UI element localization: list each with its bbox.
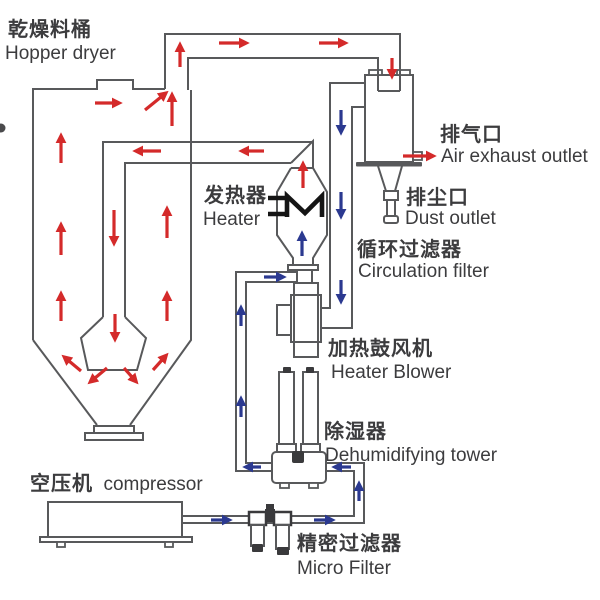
hot-air-arrow: [122, 366, 139, 385]
hot-air-arrows: [55, 37, 437, 385]
dry-air-arrows: [211, 110, 365, 526]
compressor-label: 空压机 compressor: [30, 471, 203, 495]
dust-outlet-label-en: Dust outlet: [405, 208, 497, 229]
micro-filter-icon: [247, 504, 293, 555]
hopper-label-en: Hopper dryer: [5, 43, 117, 64]
hopper-base-plate: [84, 432, 144, 441]
hot-air-arrow: [151, 352, 169, 372]
left-riser-pipe: [235, 271, 297, 472]
compressor-icon: [39, 501, 193, 548]
heater-label-en: Heater: [203, 209, 261, 230]
edge-bullet-dot: [0, 123, 6, 133]
heater-icon: [268, 167, 328, 265]
return-duct: [102, 138, 314, 317]
heater-blower-icon: [276, 264, 322, 358]
hot-air-arrow: [143, 90, 169, 112]
compressor-label-zh: 空压机: [30, 471, 93, 495]
hot-air-arrow: [87, 366, 109, 385]
hopper-flange: [93, 425, 135, 434]
circulation-filter-label-en: Circulation filter: [358, 261, 490, 282]
air-exhaust-label-zh: 排气口: [440, 122, 503, 146]
micro-filter-label-en: Micro Filter: [297, 558, 392, 579]
micro-filter-label-zh: 精密过滤器: [297, 531, 402, 555]
heater-blower-label-zh: 加热鼓风机: [327, 336, 433, 360]
hopper-body: [32, 33, 401, 441]
hot-air-arrow: [61, 354, 83, 373]
heater-label-zh: 发热器: [203, 183, 267, 207]
heating-element-icon: [268, 190, 325, 217]
circulation-filter-label-zh: 循环过滤器: [357, 237, 462, 261]
spreader-cone: [79, 316, 148, 371]
compressor-label-en: compressor: [103, 474, 203, 495]
labels: 乾燥料桶 Hopper dryer 发热器 Heater 排气口 Air exh…: [5, 17, 589, 579]
dehumidifying-tower-icon: [271, 367, 327, 489]
hopper-label-zh: 乾燥料桶: [8, 17, 92, 41]
filter-flange: [356, 162, 422, 167]
hopper-outlet-duct: [164, 33, 401, 91]
dust-outlet-label-zh: 排尘口: [406, 185, 469, 209]
heater-blower-label-en: Heater Blower: [331, 362, 452, 383]
dehumidifier-label-zh: 除湿器: [324, 419, 387, 443]
filter-blower-duct: [322, 82, 365, 329]
dehumidifier-label-en: Dehumidifying tower: [325, 445, 498, 466]
air-exhaust-label-en: Air exhaust outlet: [441, 146, 589, 167]
